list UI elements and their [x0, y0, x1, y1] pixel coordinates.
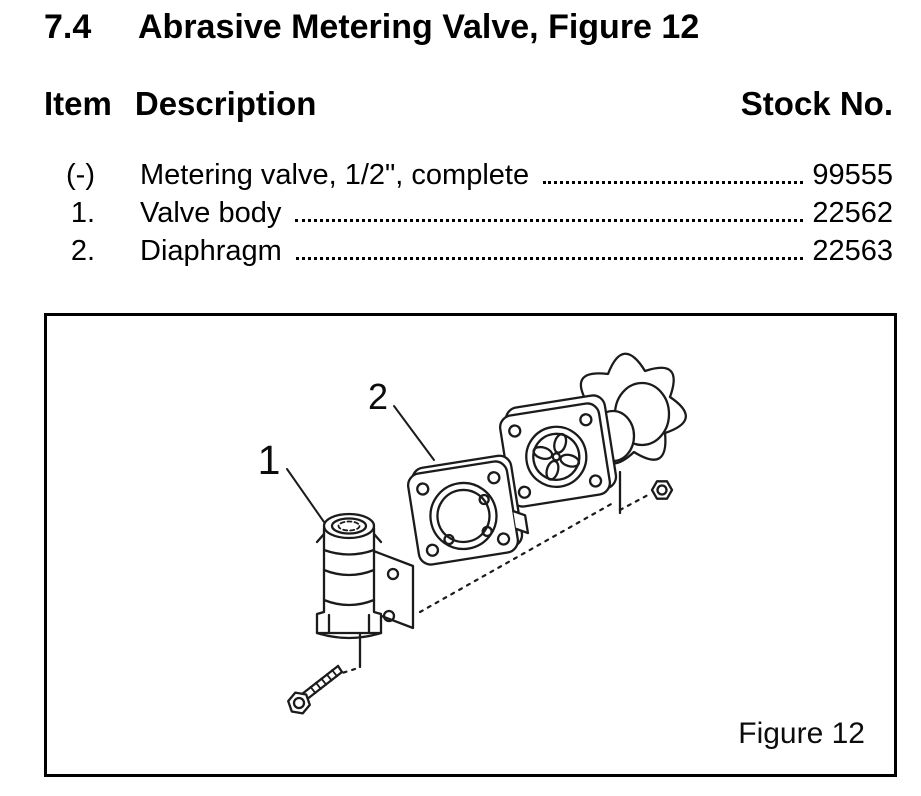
stock-no-cell: 22562 [812, 197, 893, 229]
valve-body-drawing [315, 512, 415, 669]
table-header-row: Item Description Stock No. [44, 87, 893, 120]
axis-dashed-line [337, 493, 650, 676]
table-row: 2. Diaphragm 22563 [44, 237, 893, 266]
callout-1-label: 1 [258, 437, 281, 483]
figure-caption: Figure 12 [738, 717, 865, 750]
bolt-drawing [287, 664, 344, 715]
bonnet-drawing [498, 394, 618, 508]
item-cell: 2. [70, 235, 95, 267]
section-heading: 7.4 Abrasive Metering Valve, Figure 12 [44, 10, 893, 44]
description-cell: Metering valve, 1/2", complete [140, 159, 530, 191]
stock-no-cell: 22563 [812, 235, 893, 267]
figure-drawing: 1 2 Figure 12 [258, 352, 865, 750]
callout-1-leader [286, 468, 325, 523]
item-cell: (-) [66, 159, 95, 191]
section-number: 7.4 [44, 8, 92, 46]
diaphragm-drawing [406, 454, 530, 566]
dot-leader [295, 257, 804, 260]
section-title: Abrasive Metering Valve, Figure 12 [138, 8, 700, 46]
callout-2-leader [393, 405, 435, 461]
header-description: Description [134, 85, 317, 122]
table-row: (-) Metering valve, 1/2", complete 99555 [44, 161, 893, 190]
dot-leader [295, 219, 804, 222]
item-cell: 1. [70, 197, 95, 229]
description-cell: Diaphragm [140, 235, 282, 267]
table-row: 1. Valve body 22562 [44, 199, 893, 228]
dot-leader [543, 181, 804, 184]
callout-2-label: 2 [368, 376, 388, 417]
header-item: Item [44, 85, 112, 122]
figure-box: 1 2 Figure 12 [44, 313, 897, 777]
stock-no-cell: 99555 [812, 159, 893, 191]
header-stock-no: Stock No. [740, 85, 893, 122]
description-cell: Valve body [140, 197, 282, 229]
nut-drawing [650, 480, 674, 500]
